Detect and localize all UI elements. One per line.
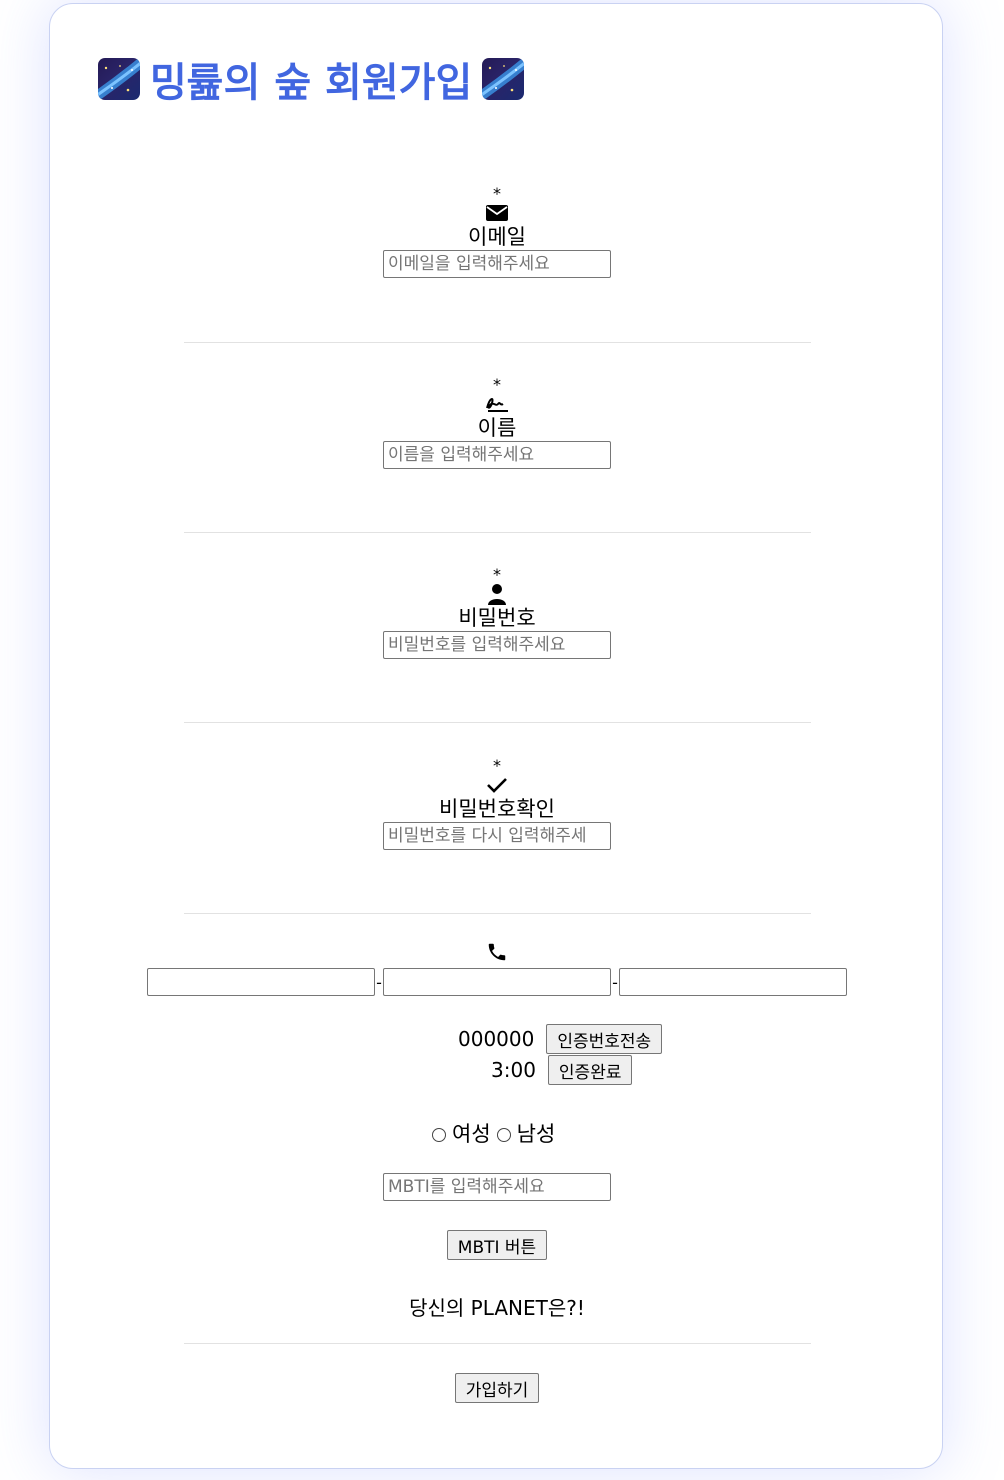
signup-submit-button[interactable]: 가입하기	[454, 1373, 540, 1403]
phone-input-row: - -	[147, 968, 847, 996]
send-auth-code-button[interactable]: 인증번호전송	[546, 1024, 663, 1054]
milky-way-icon	[482, 58, 525, 100]
male-label: 남성	[516, 1122, 556, 1146]
auth-send-row: 000000 인증번호전송	[458, 1024, 663, 1054]
phone-separator: -	[376, 972, 382, 992]
phone-part2-input[interactable]	[383, 968, 611, 996]
envelope-icon	[486, 202, 508, 224]
divider	[184, 722, 811, 723]
mbti-button[interactable]: MBTI 버튼	[446, 1230, 548, 1260]
divider	[184, 1343, 811, 1344]
mbti-field-group	[50, 1173, 944, 1201]
auth-complete-button[interactable]: 인증완료	[547, 1055, 633, 1085]
email-field-group: * 이메일	[50, 186, 944, 278]
phone-icon	[486, 941, 508, 963]
auth-timer: 3:00	[491, 1058, 536, 1082]
divider	[184, 913, 811, 914]
auth-code: 000000	[458, 1027, 535, 1051]
name-input[interactable]	[383, 441, 611, 469]
required-mark: *	[493, 565, 501, 584]
signature-icon	[484, 393, 510, 415]
mbti-input[interactable]	[383, 1173, 611, 1201]
required-mark: *	[493, 375, 501, 394]
user-icon	[487, 583, 507, 605]
female-radio[interactable]	[432, 1127, 446, 1142]
required-mark: *	[493, 184, 501, 203]
required-mark: *	[493, 756, 501, 775]
divider	[184, 342, 811, 343]
submit-wrap: 가입하기	[50, 1373, 944, 1403]
phone-part1-input[interactable]	[147, 968, 375, 996]
phone-icon-wrap	[50, 941, 944, 963]
milky-way-icon	[98, 58, 140, 100]
name-field-group: * 이름	[50, 377, 944, 469]
page-title: 밍륦의 숲 회원가입	[98, 50, 525, 108]
male-radio[interactable]	[496, 1127, 511, 1142]
mbti-button-wrap: MBTI 버튼	[50, 1230, 944, 1260]
password-confirm-field-group: * 비밀번호확인	[50, 758, 944, 850]
signup-card: 밍륦의 숲 회원가입 * 이메일 * 이름	[49, 3, 943, 1469]
auth-complete-row: 3:00 인증완료	[491, 1055, 633, 1085]
password-label: 비밀번호	[458, 606, 536, 630]
password-input[interactable]	[383, 631, 611, 659]
phone-separator: -	[612, 972, 618, 992]
password-confirm-label: 비밀번호확인	[439, 797, 555, 821]
password-field-group: * 비밀번호	[50, 567, 944, 659]
password-confirm-input[interactable]	[383, 822, 611, 850]
phone-part3-input[interactable]	[619, 968, 847, 996]
check-icon	[486, 774, 508, 796]
name-label: 이름	[477, 416, 517, 440]
gender-group: 여성 남성	[432, 1118, 555, 1148]
planet-result-text: 당신의 PLANET은?!	[409, 1296, 585, 1320]
divider	[184, 532, 811, 533]
page-title-text: 밍륦의 숲 회원가입	[150, 60, 473, 106]
email-label: 이메일	[468, 225, 526, 249]
female-label: 여성	[452, 1122, 491, 1146]
email-input[interactable]	[383, 250, 611, 278]
